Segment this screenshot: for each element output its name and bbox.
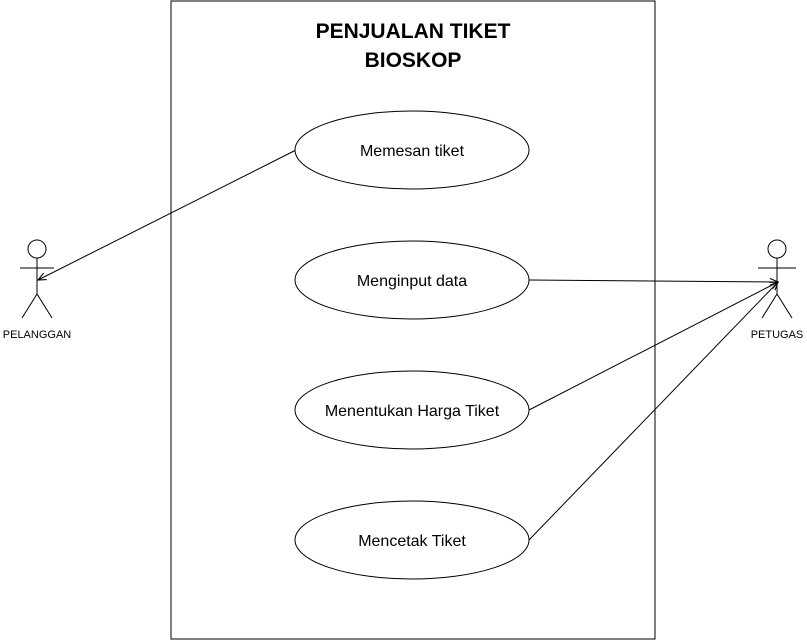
use-case-memesan-tiket[interactable]: Memesan tiket	[294, 110, 530, 190]
association-menginput-petugas	[528, 280, 778, 282]
use-case-mencetak-tiket[interactable]: Mencetak Tiket	[294, 500, 530, 580]
system-title-line1: PENJUALAN TIKET	[316, 20, 511, 43]
association-pelanggan-memesan	[38, 149, 297, 280]
actor-label: PELANGGAN	[3, 329, 72, 341]
association-mencetak-petugas	[528, 282, 778, 541]
use-case-label: Menentukan Harga Tiket	[325, 403, 500, 420]
actor-label: PETUGAS	[751, 329, 804, 341]
use-case-menentukan-harga-tiket[interactable]: Menentukan Harga Tiket	[294, 370, 530, 450]
use-case-label: Menginput data	[357, 273, 467, 290]
use-case-label: Mencetak Tiket	[358, 533, 466, 550]
actor-petugas[interactable]: PETUGAS	[751, 239, 804, 341]
use-case-menginput-data[interactable]: Menginput data	[294, 240, 530, 320]
association-menentukan-petugas	[528, 282, 778, 411]
stick-figure-icon	[20, 239, 54, 319]
system-title-line2: BIOSKOP	[365, 49, 462, 72]
use-case-label: Memesan tiket	[360, 143, 465, 160]
actor-pelanggan[interactable]: PELANGGAN	[3, 239, 72, 341]
stick-figure-icon	[758, 239, 796, 319]
